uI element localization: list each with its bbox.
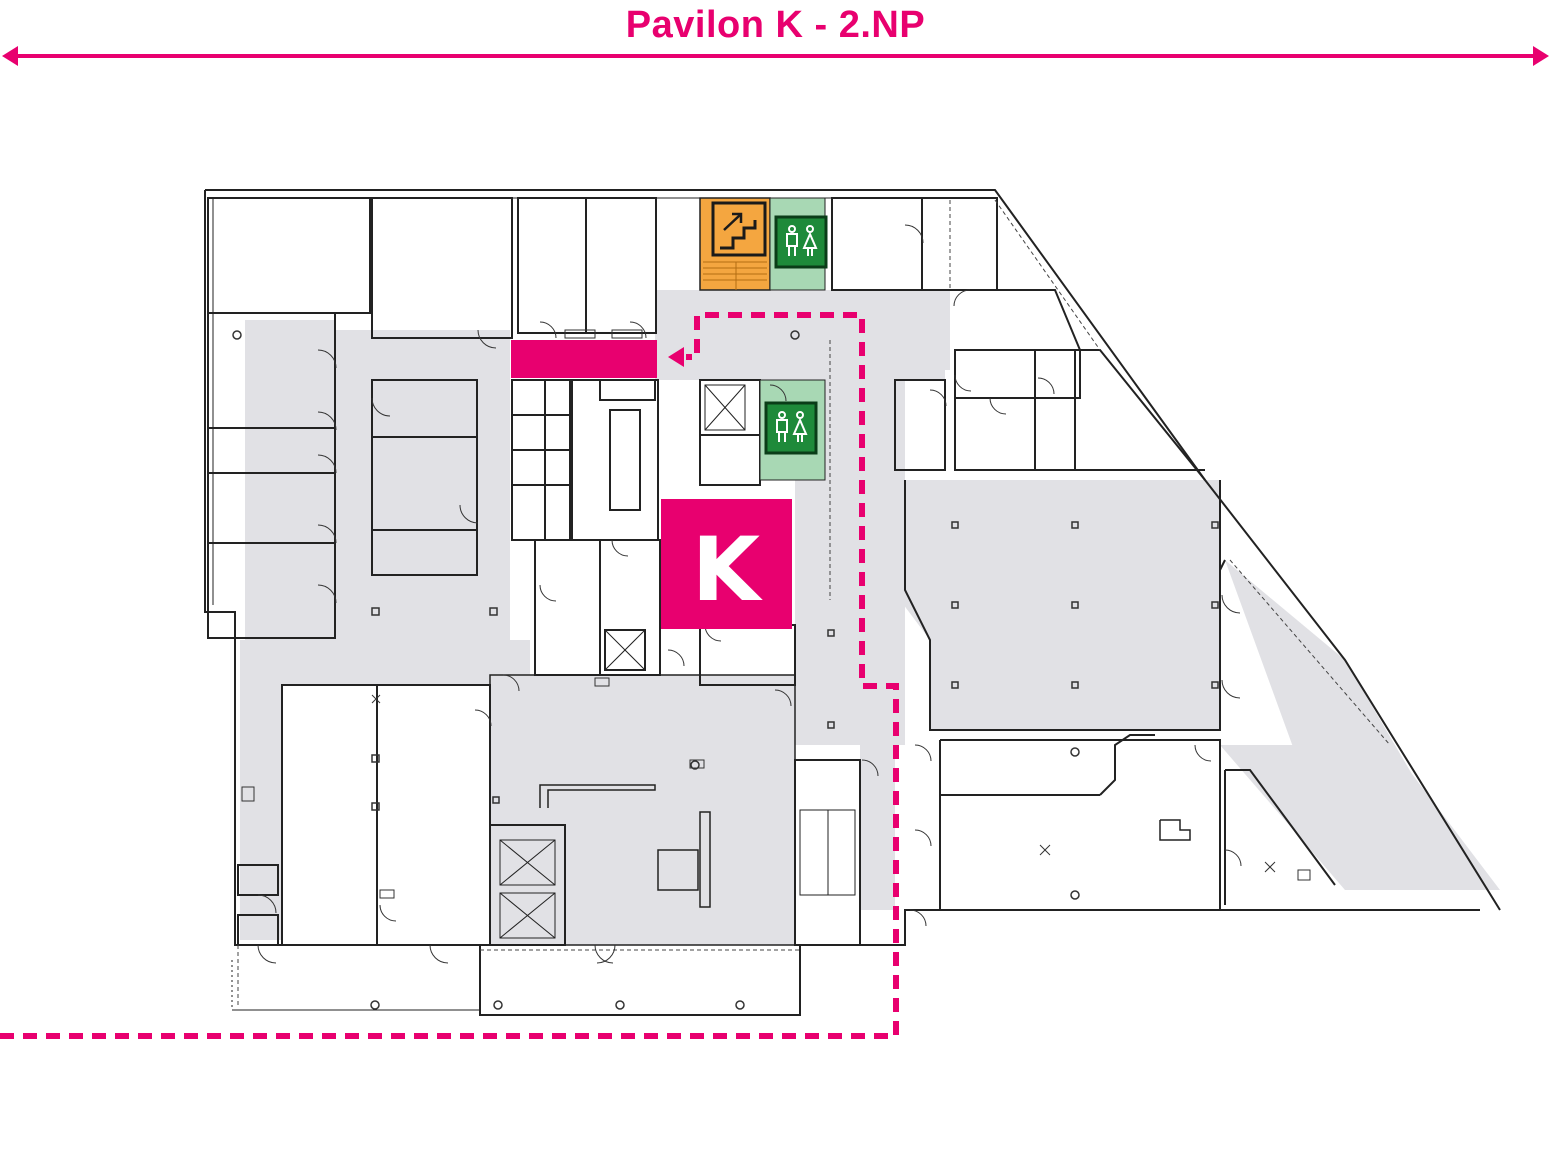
double-arrow-icon: [2, 46, 1549, 66]
pavilion-marker: [661, 499, 792, 629]
restroom-icon: [774, 215, 828, 269]
stairs-icon: [711, 201, 767, 257]
structural-columns: [232, 330, 1219, 1010]
restroom-icon: [764, 401, 818, 455]
room-walls: [207, 197, 1336, 946]
route-arrow-icon: [668, 347, 684, 367]
fixtures: [241, 329, 1311, 899]
pavilion-label: K: [692, 518, 763, 621]
door-swings: [257, 224, 1242, 964]
map-title: Pavilon K - 2.NP: [625, 4, 926, 46]
destination-highlight: [511, 340, 657, 378]
route-path: [0, 312, 899, 1039]
structure-lines: [237, 199, 1391, 1005]
corridor-areas: [240, 290, 1500, 945]
